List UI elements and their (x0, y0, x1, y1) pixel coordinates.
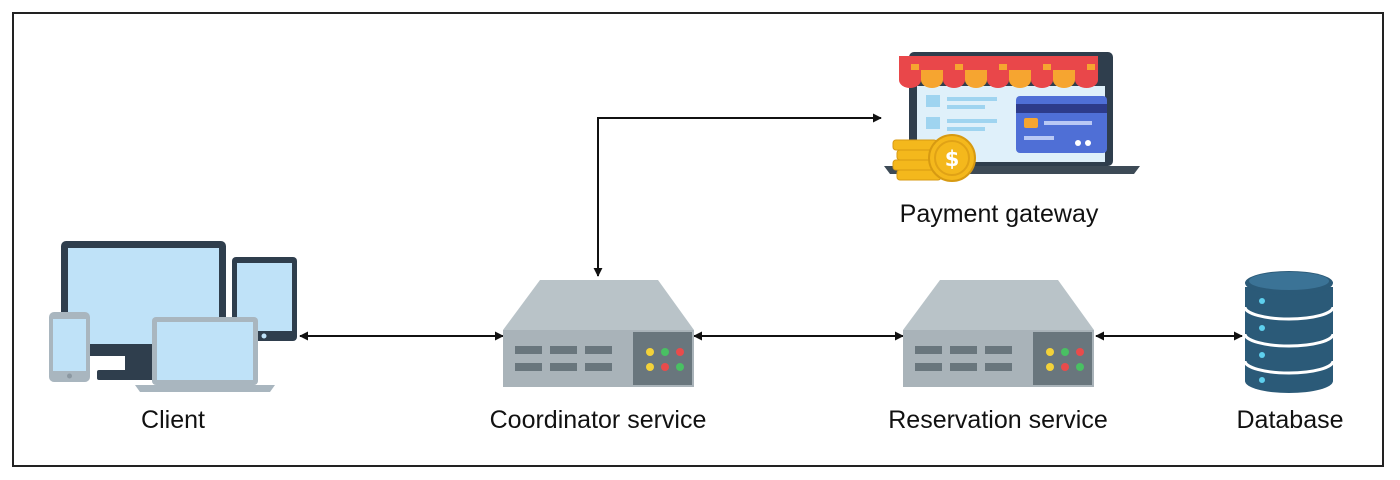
reservation-server-icon (903, 280, 1094, 387)
diagram-frame (12, 12, 1384, 467)
coordinator-server-icon (503, 280, 694, 387)
coordinator-service-label: Coordinator service (489, 406, 707, 434)
database-label: Database (1236, 406, 1344, 434)
payment-gateway-icon: $ (884, 52, 1140, 182)
database-icon (1243, 271, 1335, 393)
reservation-service-label: Reservation service (888, 406, 1108, 434)
client-label: Client (141, 406, 205, 434)
edge-coordinator-payment (593, 113, 882, 277)
payment-gateway-label: Payment gateway (899, 200, 1099, 228)
svg-text:$: $ (945, 147, 960, 171)
client-devices-icon (49, 241, 297, 392)
